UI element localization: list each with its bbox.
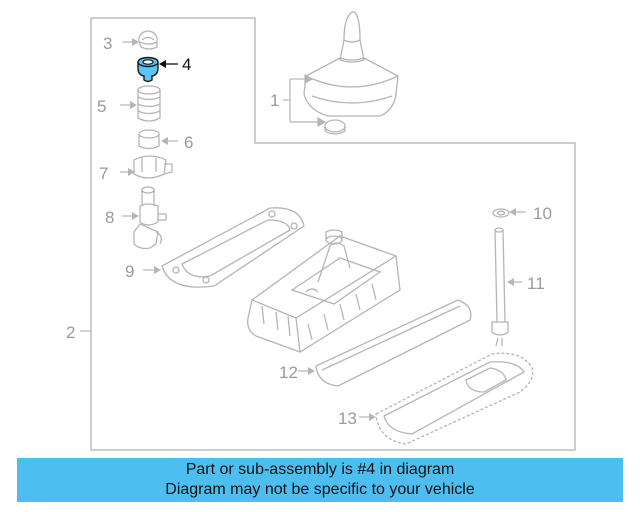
- shifter-housing: [247, 229, 401, 353]
- callout-3: 3: [103, 34, 112, 53]
- lever-pivot-part-8: [133, 186, 167, 250]
- cover-plate-part-12: [315, 299, 472, 387]
- rod-part-11: [491, 227, 509, 347]
- clip-part-3: [138, 30, 158, 50]
- lower-gasket-part-13: [375, 352, 534, 445]
- shift-knob-cap: [324, 119, 346, 135]
- callout-4: 4: [182, 55, 191, 74]
- callout-5: 5: [97, 97, 106, 116]
- callout-10: 10: [533, 204, 552, 223]
- callout-8: 8: [105, 208, 114, 227]
- sleeve-part-6: [138, 129, 160, 150]
- callout-7: 7: [99, 164, 108, 183]
- diagram-frame: [90, 17, 576, 451]
- callout-13: 13: [338, 409, 357, 428]
- banner-line-1: Part or sub-assembly is #4 in diagram: [185, 461, 455, 478]
- bracket-part-7: [133, 155, 173, 179]
- callout-12: 12: [279, 363, 298, 382]
- shift-knob-boot: [303, 11, 399, 117]
- info-banner: Part or sub-assembly is #4 in diagram Di…: [17, 458, 623, 502]
- callout-2: 2: [66, 323, 75, 342]
- gasket-part-9: [161, 207, 305, 288]
- damper-part-5: [137, 85, 161, 122]
- banner-line-2: Diagram may not be specific to your vehi…: [165, 481, 475, 498]
- leader-1: [283, 73, 327, 128]
- washer-part-10: [492, 208, 510, 218]
- parts-diagram: 1 3 4 5 6 7: [66, 11, 576, 451]
- callout-9: 9: [125, 262, 134, 281]
- callout-11: 11: [527, 274, 545, 293]
- callout-6: 6: [184, 133, 193, 152]
- callout-1: 1: [270, 91, 279, 110]
- bushing-part-4-highlighted: [137, 56, 159, 83]
